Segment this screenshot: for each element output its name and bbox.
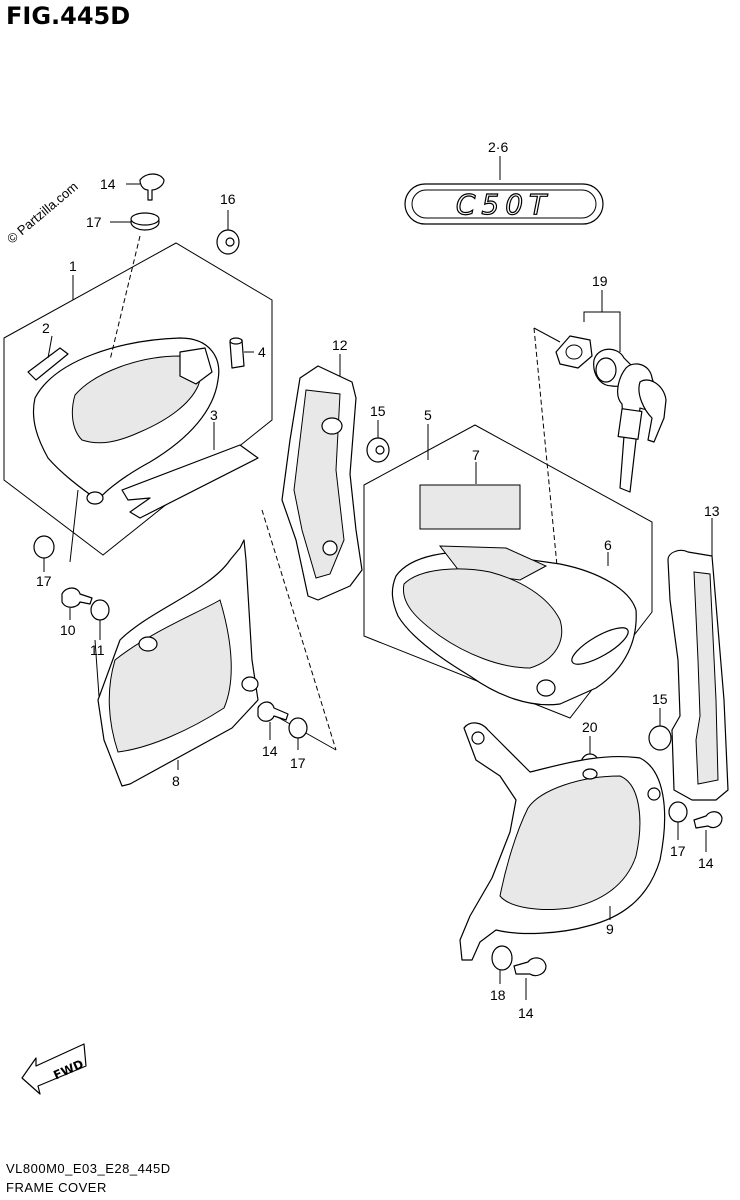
callout-1: 1 [69, 258, 77, 274]
callout-4: 4 [258, 344, 266, 360]
callout-5: 5 [424, 407, 432, 423]
callout-17-mid: 17 [290, 755, 306, 771]
part-14-bolt-mid [257, 701, 289, 722]
callout-12: 12 [332, 337, 348, 353]
callout-20: 20 [582, 719, 598, 735]
callout-11: 11 [90, 642, 105, 658]
part-15-grommet-right [648, 725, 672, 751]
part-10-bolt [61, 587, 93, 608]
callout-18: 18 [490, 987, 506, 1003]
callout-6: 6 [604, 537, 612, 553]
part-3-strip [121, 444, 259, 519]
callout-13: 13 [704, 503, 720, 519]
part-7-label [419, 484, 521, 530]
callout-19: 19 [592, 273, 608, 289]
callout-17-left: 17 [36, 573, 52, 589]
callout-2: 2 [42, 320, 50, 336]
part-8-inner [108, 599, 232, 753]
callout-17-top: 17 [86, 214, 102, 230]
part-11-grommet [90, 599, 110, 621]
callout-10: 10 [60, 622, 76, 638]
figure-caption: FRAME COVER [6, 1180, 107, 1195]
part-14-bolt-top [139, 173, 165, 201]
part-17-grommet-mid [288, 717, 308, 739]
part-6-emblem-recess [571, 627, 629, 665]
figure-title: FIG.445D [6, 2, 131, 30]
part-18-grommet [491, 945, 513, 971]
emblem-plate [404, 183, 604, 225]
part-19-lock-washer [555, 335, 593, 369]
figure-code: VL800M0_E03_E28_445D [6, 1161, 171, 1176]
part-1-mount [86, 491, 104, 505]
group-box-1 [3, 242, 273, 556]
callout-14-top: 14 [100, 176, 116, 192]
callout-8: 8 [172, 773, 180, 789]
emblem-text: C50T [456, 188, 552, 221]
part-19-key-2 [638, 379, 667, 443]
fwd-arrow-icon: FWD [21, 1043, 87, 1095]
part-14-bolt-bottom [513, 957, 547, 977]
callout-9: 9 [606, 921, 614, 937]
part-14-bolt-right [693, 811, 723, 829]
callout-2-6: 2·6 [488, 139, 508, 155]
part-2-pad [27, 347, 69, 381]
callout-15-right: 15 [652, 691, 668, 707]
part-17-grommet-right [668, 801, 688, 823]
callout-14-mid: 14 [262, 743, 278, 759]
group-box-5 [363, 424, 653, 719]
callout-14-right: 14 [698, 855, 714, 871]
part-1-inner [71, 355, 201, 444]
callout-17-right: 17 [670, 843, 686, 859]
callout-3: 3 [210, 407, 218, 423]
callout-7: 7 [472, 447, 480, 463]
callout-15-center: 15 [370, 403, 386, 419]
callout-16: 16 [220, 191, 236, 207]
part-1-boss [179, 347, 213, 385]
part-17-grommet-left [33, 535, 55, 559]
callout-14-bottom: 14 [518, 1005, 534, 1021]
